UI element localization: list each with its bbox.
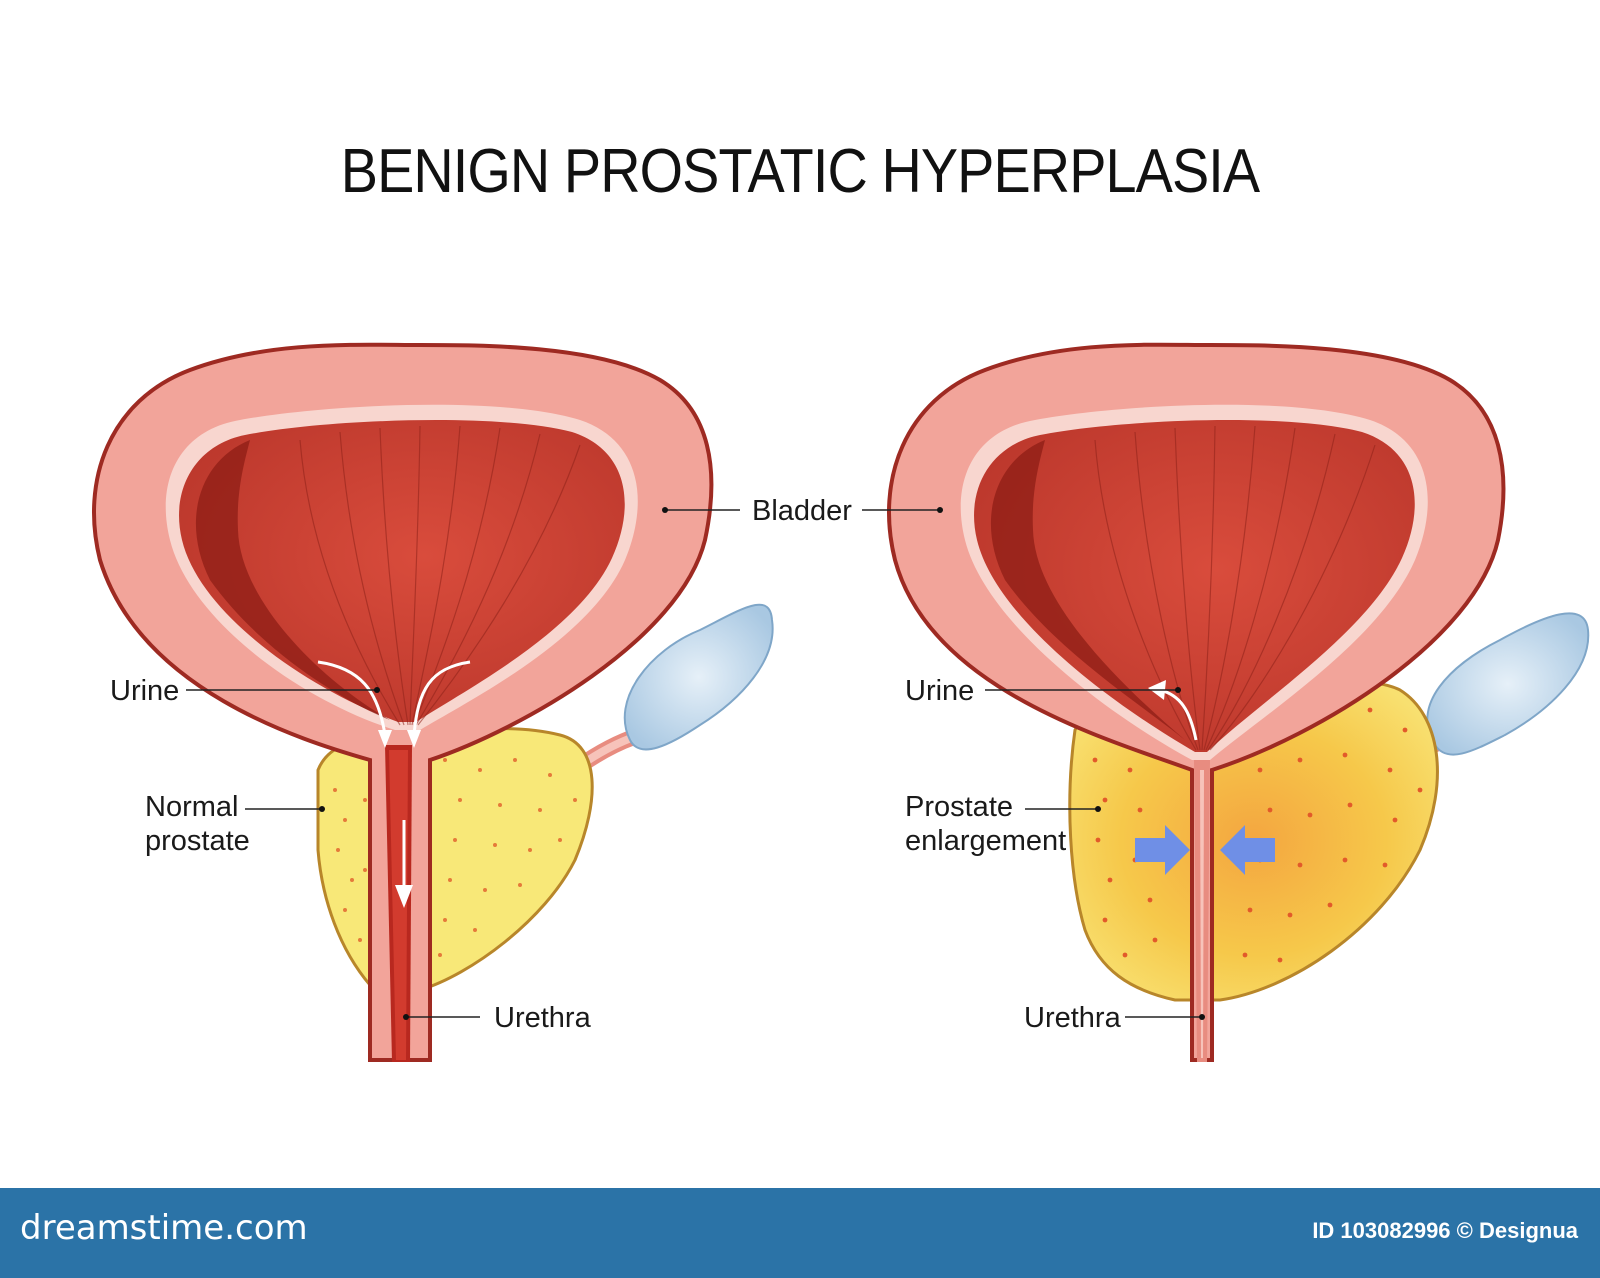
footer-bar: dreamstime.com ID 103082996 © Designua: [0, 1188, 1600, 1278]
label-bladder: Bladder: [752, 495, 852, 527]
label-urethra-left: Urethra: [494, 1002, 592, 1034]
diagram-title: BENIGN PROSTATIC HYPERPLASIA: [340, 137, 1260, 206]
normal-prostate: [316, 727, 594, 995]
footer-brand[interactable]: dreamstime.com: [20, 1208, 308, 1248]
label-urine-left: Urine: [110, 675, 179, 707]
compression-arrow-right: [1220, 825, 1275, 875]
label-enlargement-line1: Prostate: [905, 791, 1013, 823]
compression-arrow-left: [1135, 825, 1190, 875]
normal-prostate-texture: [333, 758, 577, 957]
bladder-rugae-right: [1094, 425, 1376, 751]
normal-diagram: [92, 342, 774, 1062]
bph-diagram: Bladder Urine Normal prostate Urethra Ur…: [92, 342, 1590, 1062]
leader-lines: [186, 509, 1202, 1018]
bladder-rugae-left: [299, 425, 581, 726]
leader-dots: [319, 507, 1205, 1020]
footer-credit: ID 103082996 © Designua: [1312, 1218, 1578, 1243]
seminal-vesicle-left: [623, 603, 774, 751]
enlarged-diagram: [887, 342, 1590, 1062]
label-normal-prostate-line2: prostate: [145, 825, 250, 857]
label-urine-right: Urine: [905, 675, 974, 707]
urine-flow-arrows-left: [317, 660, 471, 895]
label-enlargement-line2: enlargement: [905, 825, 1066, 857]
seminal-vesicle-right: [1426, 612, 1590, 756]
label-normal-prostate-line1: Normal: [145, 791, 238, 823]
label-urethra-right: Urethra: [1024, 1002, 1122, 1034]
